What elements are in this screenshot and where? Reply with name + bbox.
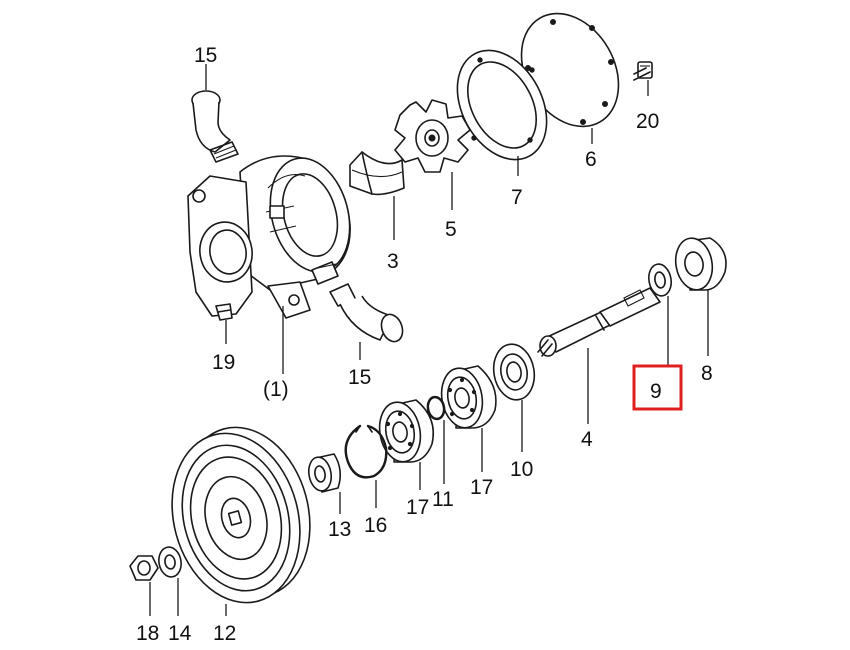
part-7-gasket[interactable] <box>439 35 564 175</box>
part-17-right-bearing[interactable] <box>437 365 497 431</box>
label-19: 19 <box>212 351 235 374</box>
label-17-left: 17 <box>406 496 429 519</box>
label-3: 3 <box>387 250 399 273</box>
part-14-washer[interactable] <box>157 545 184 578</box>
part-13-spacer[interactable] <box>306 453 342 493</box>
label-5: 5 <box>445 218 457 241</box>
part-9-washer[interactable] <box>646 262 673 297</box>
highlight-box-part-9 <box>632 364 683 411</box>
part-10-seal[interactable] <box>489 341 538 403</box>
label-17-right: 17 <box>470 476 493 499</box>
leader-lines <box>149 64 709 616</box>
label-10: 10 <box>510 458 533 481</box>
label-1: (1) <box>263 378 289 401</box>
part-15-top-elbow[interactable] <box>191 90 239 163</box>
label-8: 8 <box>701 362 713 385</box>
label-20: 20 <box>636 110 659 133</box>
part-16-retaining-ring[interactable] <box>344 424 388 479</box>
part-12-pulley[interactable] <box>154 413 328 617</box>
part-labels: 15 20 6 7 5 3 19 (1) 15 9 8 4 10 17 11 1… <box>136 44 713 645</box>
part-4-shaft[interactable] <box>537 287 661 357</box>
part-8-bearing[interactable] <box>672 235 727 292</box>
part-3-cam[interactable] <box>349 151 405 196</box>
label-18: 18 <box>136 622 159 645</box>
label-7: 7 <box>511 186 523 209</box>
part-11-snap-ring[interactable] <box>426 395 446 421</box>
label-14: 14 <box>168 622 192 645</box>
label-12: 12 <box>213 622 236 645</box>
label-11: 11 <box>432 488 454 511</box>
label-15-bottom: 15 <box>348 366 371 389</box>
label-4: 4 <box>581 428 593 451</box>
label-13: 13 <box>328 518 351 541</box>
label-15-top: 15 <box>194 44 217 67</box>
part-18-nut[interactable] <box>129 555 159 581</box>
part-20-screw[interactable] <box>633 61 653 81</box>
part-19-bolt[interactable] <box>215 303 233 321</box>
part-15-bottom-elbow[interactable] <box>329 283 406 345</box>
label-6: 6 <box>585 148 597 171</box>
label-16: 16 <box>364 514 387 537</box>
part-1-pump-housing[interactable] <box>187 149 362 319</box>
part-17-left-bearing[interactable] <box>375 399 435 465</box>
part-5-impeller[interactable] <box>394 99 471 173</box>
label-9: 9 <box>650 380 662 403</box>
part-6-cover-plate[interactable] <box>502 0 638 144</box>
